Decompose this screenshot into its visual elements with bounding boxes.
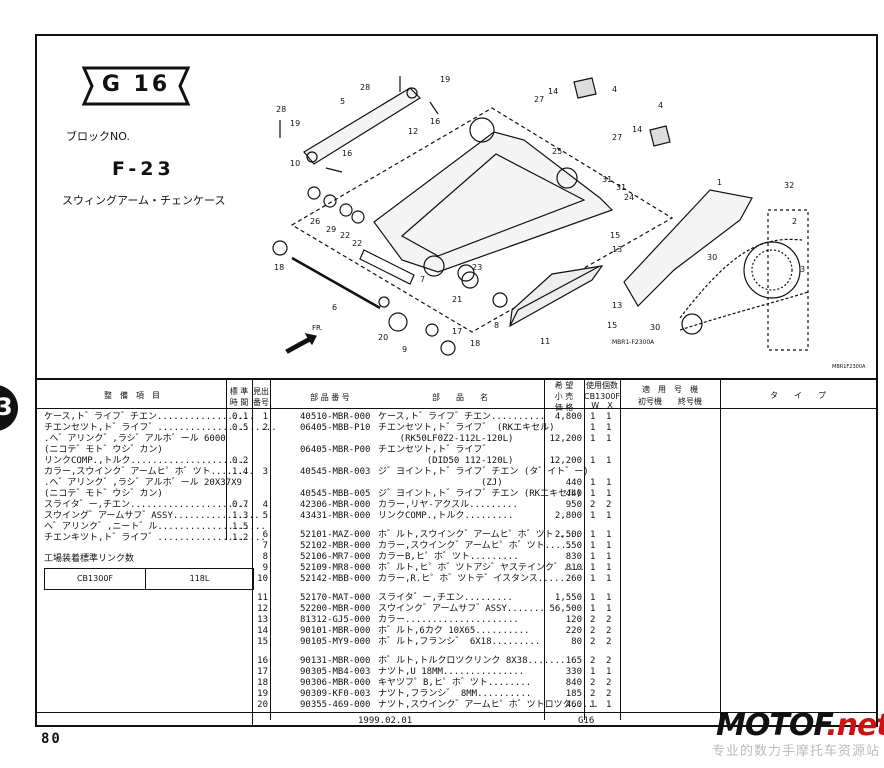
svg-text:30: 30 — [707, 253, 717, 262]
link-title: 工場装着標準リンク数 — [44, 554, 135, 564]
svg-text:22: 22 — [340, 231, 350, 240]
header-app: 適 用 号 機 — [642, 385, 698, 394]
header-qty: 使用個数 CB1300F — [584, 381, 621, 401]
link-value: 118L — [189, 574, 210, 583]
table-divider — [252, 380, 253, 727]
watermark-logo: MOTOF.net — [716, 708, 884, 743]
ref-col-divider — [270, 380, 271, 720]
svg-text:28: 28 — [360, 83, 370, 92]
list-item: スライタ゛ー,チエン...................... — [44, 500, 250, 510]
header-part-no: 部 品 番 号 — [310, 393, 350, 402]
list-item: (ニコテ゛モト゛ウシ゛カン) — [44, 489, 163, 499]
section-divider — [35, 378, 878, 380]
svg-text:31: 31 — [616, 183, 626, 192]
svg-text:31: 31 — [602, 175, 612, 184]
svg-text:21: 21 — [452, 295, 462, 304]
svg-text:10: 10 — [290, 159, 300, 168]
svg-text:22: 22 — [352, 239, 362, 248]
price-col-divider — [544, 380, 545, 720]
type-col-divider — [720, 380, 721, 720]
section-tab: 3 — [0, 385, 18, 431]
left-header-item: 整 備 項 目 — [104, 391, 160, 400]
header-app-sub: 初号機 終号機 — [638, 397, 702, 406]
svg-text:18: 18 — [274, 263, 284, 272]
header-ref: 見出 番号 — [253, 387, 269, 407]
svg-text:29: 29 — [326, 225, 336, 234]
watermark-tagline: 专业的数力手摩托车资源站 — [712, 744, 881, 759]
header-price: 希 望 小 売 価 格 — [554, 381, 574, 412]
svg-text:4: 4 — [658, 101, 663, 110]
svg-text:28: 28 — [276, 105, 286, 114]
list-item: チエンセツト,ト゛ライフ゛...................... — [44, 423, 277, 433]
list-item: リンクCOMP.,トルク...................... — [44, 456, 250, 466]
list-item: スウイング゛アームサフ゛ASSY................ — [44, 511, 260, 521]
svg-text:19: 19 — [440, 75, 450, 84]
block-code: F-23 — [112, 158, 175, 180]
svg-text:3: 3 — [800, 265, 805, 274]
list-item: .ヘ゛アリンク゛,ラシ゛アルホ゛ール 6000 — [44, 434, 226, 444]
list-item: ケース,ト゛ライフ゛チエン.................. — [44, 412, 255, 422]
svg-text:32: 32 — [784, 181, 794, 190]
svg-text:5: 5 — [340, 97, 345, 106]
link-model: CB1300F — [45, 569, 146, 589]
svg-text:12: 12 — [408, 127, 418, 136]
svg-text:15: 15 — [610, 231, 620, 240]
svg-text:13: 13 — [612, 245, 622, 254]
svg-text:8: 8 — [494, 321, 499, 330]
svg-text:18: 18 — [470, 339, 480, 348]
svg-text:17: 17 — [452, 327, 462, 336]
svg-text:13: 13 — [612, 301, 622, 310]
svg-text:27: 27 — [534, 95, 544, 104]
list-item: .ヘ゛アリンク゛,ラシ゛アルホ゛ール 20X37X9 — [44, 478, 242, 488]
qty-col-divider — [584, 380, 585, 720]
svg-text:27: 27 — [612, 133, 622, 142]
group-badge: G 16 — [80, 66, 192, 106]
svg-text:7: 7 — [420, 275, 425, 284]
header-type: タ イ プ — [770, 391, 826, 400]
svg-text:11: 11 — [540, 337, 550, 346]
svg-text:25: 25 — [552, 147, 562, 156]
left-header-time: 標 準 時 間 — [229, 387, 249, 407]
svg-text:4: 4 — [612, 85, 617, 94]
page-number: 80 — [41, 731, 62, 747]
svg-text:20: 20 — [378, 333, 388, 342]
svg-text:1: 1 — [717, 178, 722, 187]
svg-text:15: 15 — [607, 321, 617, 330]
app-col-divider — [620, 380, 621, 720]
svg-text:MBR1-F2300A: MBR1-F2300A — [612, 339, 655, 346]
left-col-divider — [226, 380, 227, 540]
block-label: ブロックNO. — [66, 130, 130, 143]
issue-date: 1999.02.01 — [358, 716, 413, 726]
block-name: スウィングアーム・チェンケース — [62, 194, 226, 207]
svg-text:14: 14 — [632, 125, 642, 134]
page-frame — [35, 34, 878, 727]
svg-text:30: 30 — [650, 323, 660, 332]
header-qty-sub: W X — [591, 401, 613, 410]
link-table: CB1300F 118L — [44, 568, 254, 590]
svg-text:19: 19 — [290, 119, 300, 128]
svg-text:2: 2 — [792, 217, 797, 226]
list-item: ヘ゛アリンク゛,ニート゛ル.................... — [44, 522, 266, 532]
header-divider — [37, 408, 878, 409]
svg-text:9: 9 — [402, 345, 407, 354]
svg-text:24: 24 — [624, 193, 634, 202]
svg-text:14: 14 — [548, 87, 558, 96]
list-item: カラー,スウインク゛アームヒ゜ホ゛ツト........ — [44, 467, 254, 477]
svg-text:16: 16 — [430, 117, 440, 126]
footer-divider — [37, 712, 878, 713]
svg-text:FR.: FR. — [312, 324, 323, 332]
svg-text:MBR1F2300A: MBR1F2300A — [832, 364, 866, 370]
list-item: (ニコテ゛モト゛ウシ゛カン) — [44, 445, 163, 455]
svg-text:16: 16 — [342, 149, 352, 158]
svg-text:26: 26 — [310, 217, 320, 226]
list-item: チエンキツト,ト゛ライフ゛.................... — [44, 533, 266, 543]
svg-text:6: 6 — [332, 303, 337, 312]
header-name: 部 品 名 — [432, 393, 488, 402]
svg-text:23: 23 — [472, 263, 482, 272]
footer-id: G16 — [578, 716, 595, 726]
